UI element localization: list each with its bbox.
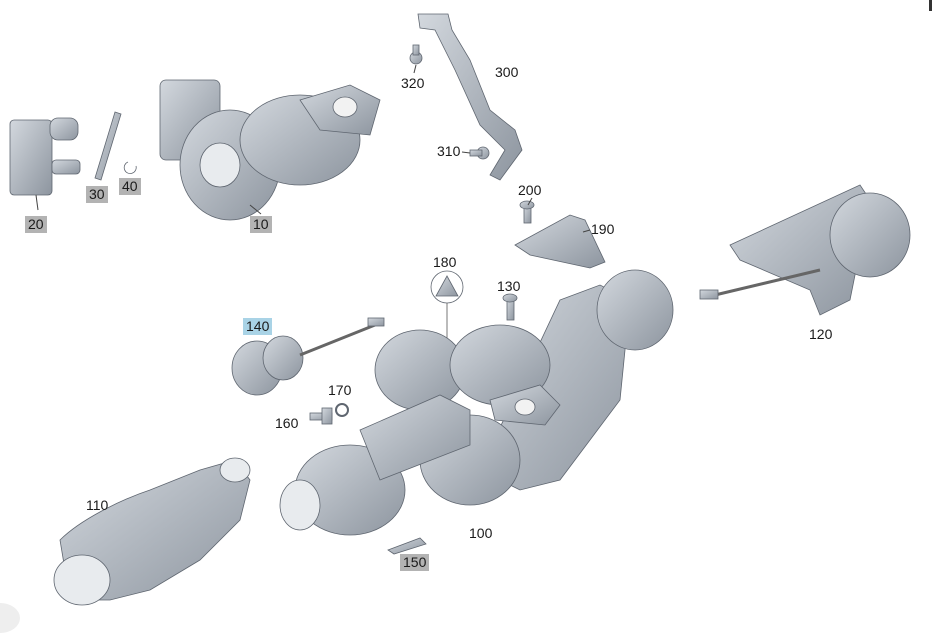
part-300-bracket[interactable] <box>417 13 523 181</box>
callout-130[interactable]: 130 <box>497 278 521 294</box>
part-140-wastegate-actuator[interactable] <box>231 317 385 396</box>
callout-170[interactable]: 170 <box>328 382 352 398</box>
part-320-bolt[interactable] <box>409 44 423 65</box>
callout-300[interactable]: 300 <box>495 64 519 80</box>
part-120-wastegate-actuator[interactable] <box>699 184 911 316</box>
part-160-bolt[interactable] <box>309 407 333 425</box>
part-200-bolt[interactable] <box>519 200 535 224</box>
part-40-clip[interactable] <box>123 161 137 174</box>
callout-10[interactable]: 10 <box>250 216 272 233</box>
part-110-intake-pipe[interactable] <box>53 457 251 606</box>
window-edge-marker <box>929 0 932 11</box>
callout-20[interactable]: 20 <box>25 216 47 233</box>
callout-200[interactable]: 200 <box>518 182 542 198</box>
callout-30[interactable]: 30 <box>86 186 108 203</box>
part-130-bolt[interactable] <box>502 293 518 321</box>
callout-120[interactable]: 120 <box>809 326 833 342</box>
part-190-gasket[interactable] <box>514 214 606 269</box>
part-20-actuator[interactable] <box>9 117 81 196</box>
part-100-twin-turbocharger[interactable] <box>279 269 674 536</box>
part-170-oring[interactable] <box>335 403 349 417</box>
callout-310[interactable]: 310 <box>437 143 461 159</box>
callout-110[interactable]: 110 <box>86 497 109 513</box>
exploded-parts-drawing <box>9 13 911 606</box>
callout-320[interactable]: 320 <box>401 75 425 91</box>
part-30-link[interactable] <box>94 111 122 181</box>
callout-40[interactable]: 40 <box>119 178 141 195</box>
callout-140[interactable]: 140 <box>243 318 273 335</box>
part-310-bolt[interactable] <box>469 146 490 160</box>
callout-100[interactable]: 100 <box>469 525 493 541</box>
part-10-turbocharger[interactable] <box>159 79 381 221</box>
part-150-gasket[interactable] <box>387 537 427 555</box>
callout-150[interactable]: 150 <box>400 554 430 571</box>
callout-160[interactable]: 160 <box>275 415 299 431</box>
callout-190[interactable]: 190 <box>591 221 615 237</box>
callout-180[interactable]: 180 <box>433 254 457 270</box>
